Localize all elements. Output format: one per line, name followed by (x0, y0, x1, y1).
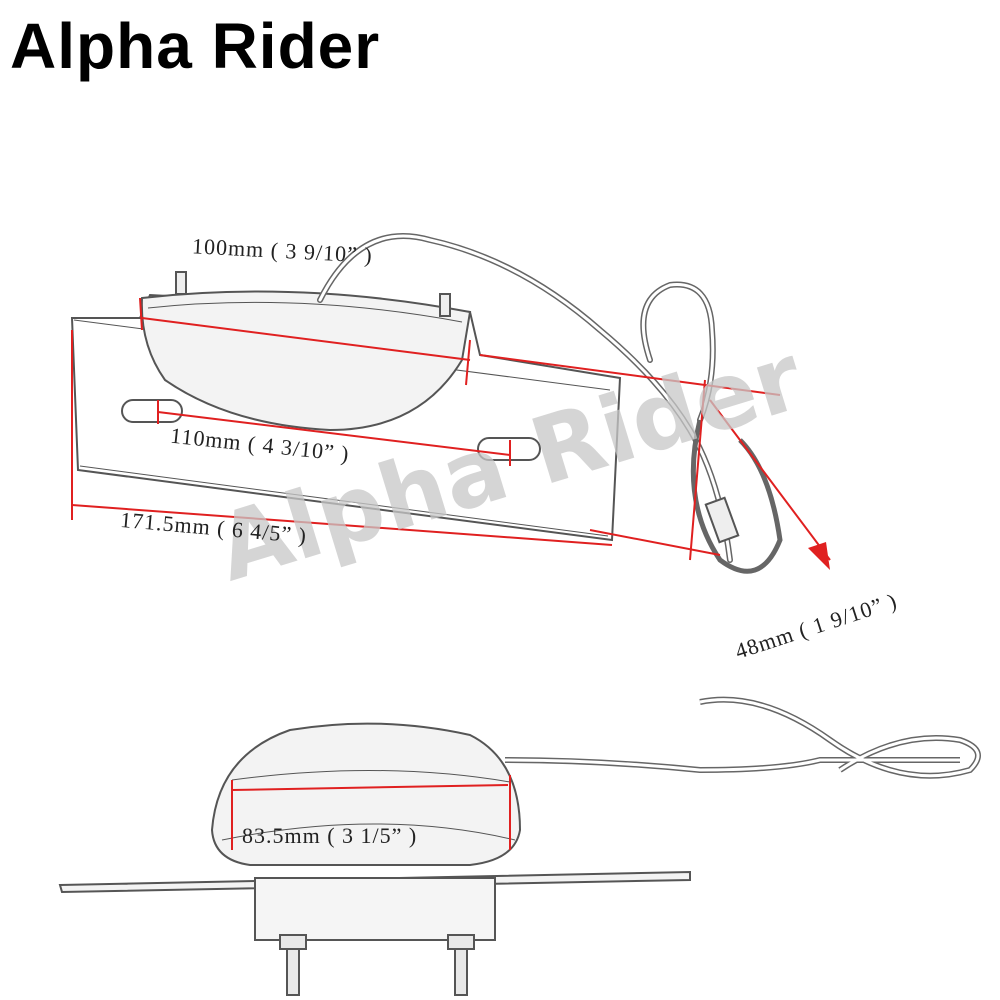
label-lens-front-width: 83.5mm ( 3 1/5” ) (242, 823, 418, 848)
dimension-lines-front (231, 775, 511, 850)
arrow-head (808, 542, 830, 570)
tail-lens-top (140, 290, 472, 432)
mounting-slot-left (121, 399, 183, 423)
wire-harness-front (504, 696, 981, 779)
tail-lens-front (210, 722, 522, 866)
connector (704, 496, 740, 544)
bolts-front (279, 934, 475, 996)
dimension-lines-top (71, 297, 831, 561)
housing-base (254, 877, 496, 941)
studs-top (175, 271, 451, 317)
brand-title: Alpha Rider (10, 10, 381, 82)
